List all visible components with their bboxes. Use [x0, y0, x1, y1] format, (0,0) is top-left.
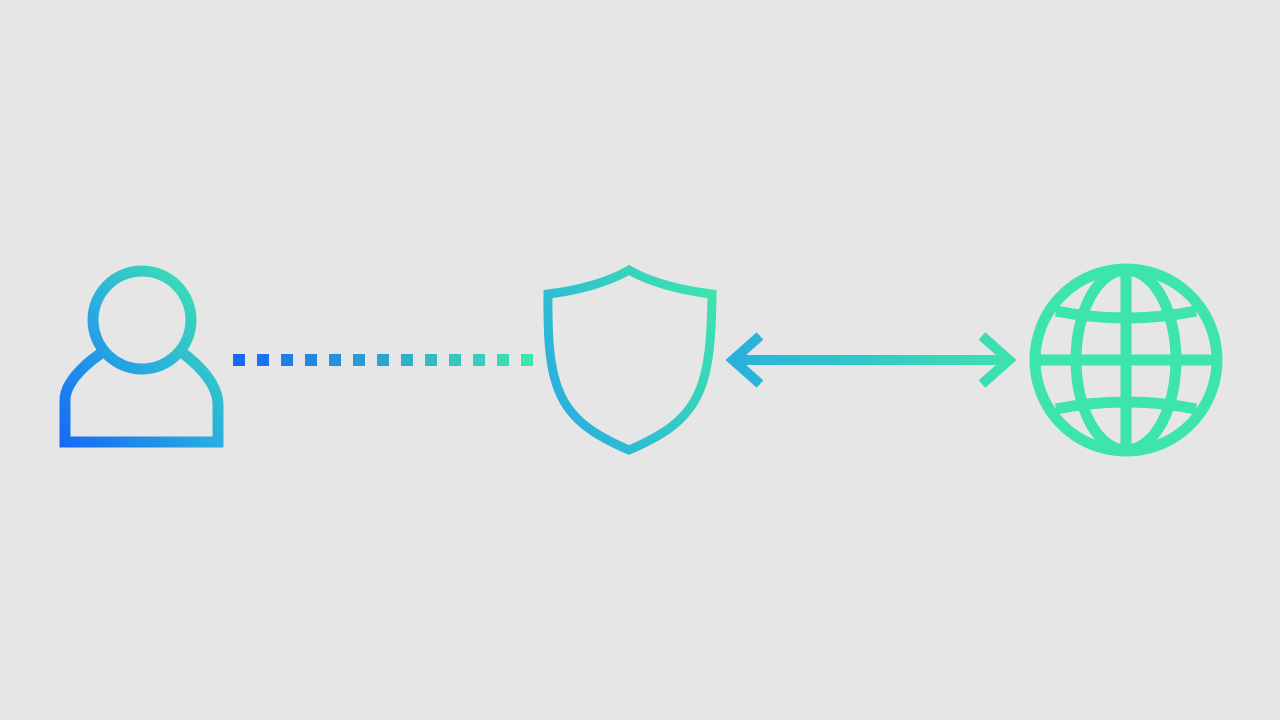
- dotted-line-dot: [257, 354, 269, 366]
- arrow-head-right: [978, 332, 1017, 388]
- dotted-line-dot: [353, 354, 365, 366]
- user-icon: [59, 265, 224, 448]
- dotted-line-dot: [497, 354, 509, 366]
- bidirectional-arrow-icon: [725, 332, 1017, 388]
- globe-latitude-bottom: [1054, 396, 1198, 415]
- globe-latitude-top: [1054, 305, 1198, 324]
- dotted-line-dot: [473, 354, 485, 366]
- dotted-line-dot: [449, 354, 461, 366]
- user-head: [87, 265, 197, 375]
- dotted-line: [233, 354, 533, 366]
- dotted-line-dot: [305, 354, 317, 366]
- dotted-line-dot: [329, 354, 341, 366]
- shield-icon: [543, 264, 717, 455]
- user-body: [59, 349, 224, 448]
- dotted-line-dot: [281, 354, 293, 366]
- dotted-line-dot: [425, 354, 437, 366]
- dotted-line-dot: [521, 354, 533, 366]
- dotted-line-dot: [233, 354, 245, 366]
- arrow-head-left: [725, 332, 764, 388]
- globe-icon: [1029, 263, 1223, 457]
- dotted-line-dot: [401, 354, 413, 366]
- dotted-line-dot: [377, 354, 389, 366]
